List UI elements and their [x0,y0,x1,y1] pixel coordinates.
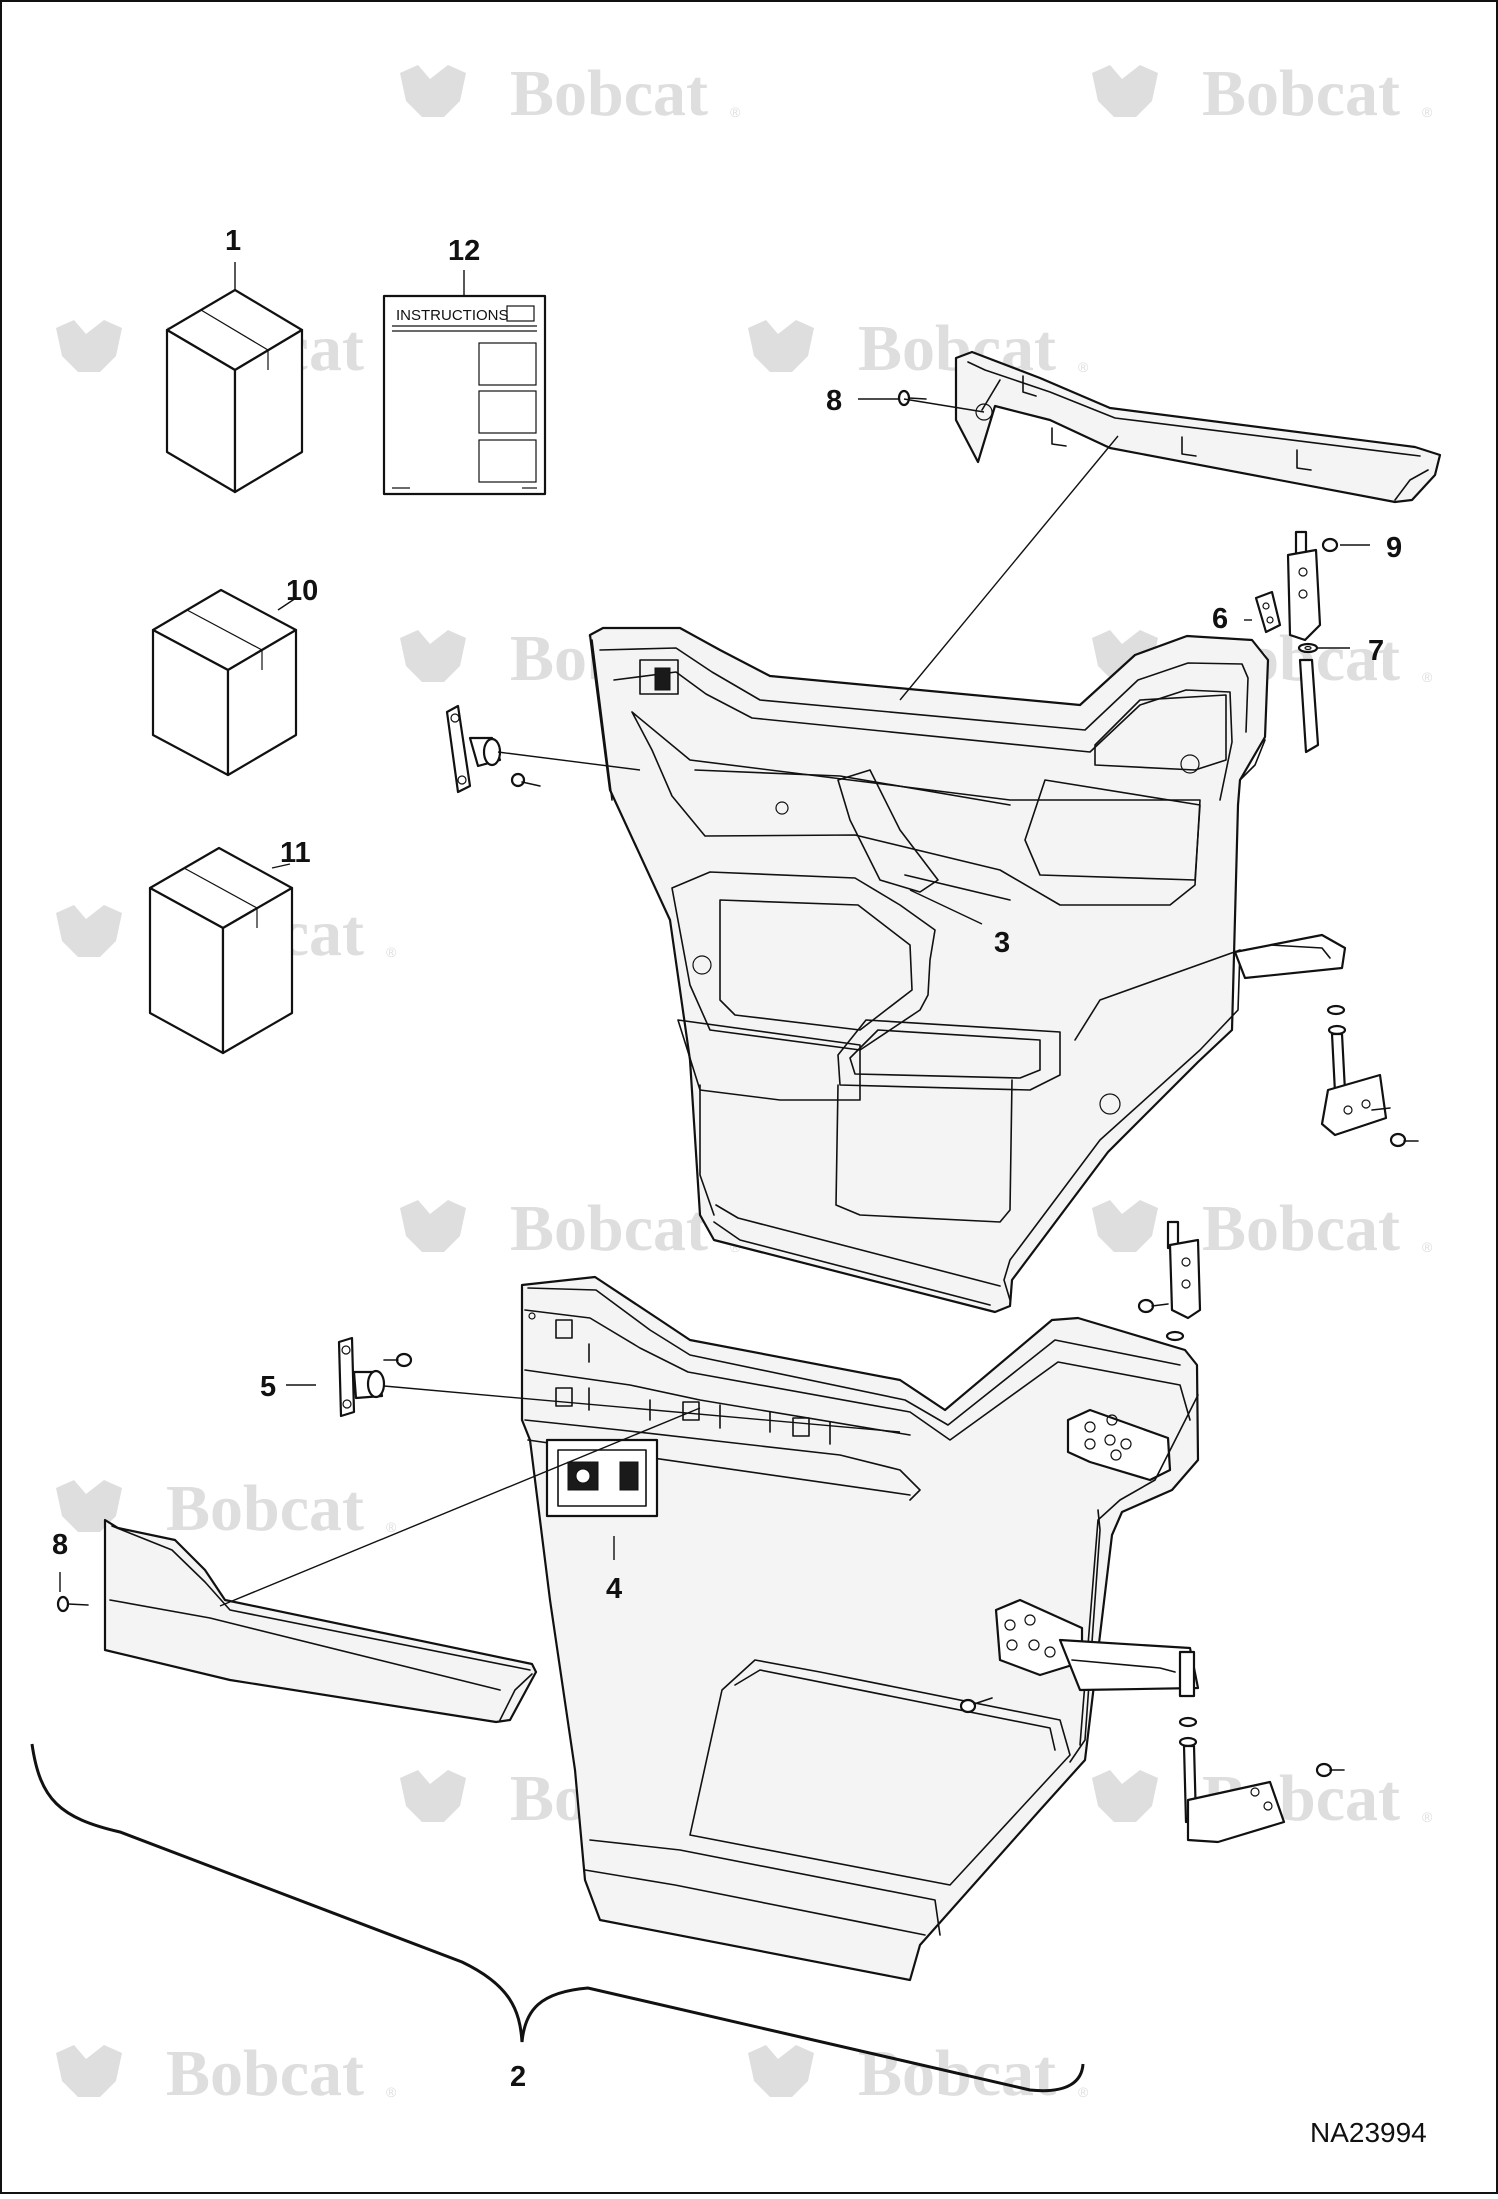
bobcat-logo-icon [400,1200,466,1252]
watermark-registered-mark: ® [730,104,741,120]
watermark-registered-mark: ® [1078,359,1089,375]
bobcat-logo-icon [1092,65,1158,117]
lower-hinge-hardware[interactable] [959,1220,1345,1844]
watermark-registered-mark: ® [386,944,397,960]
watermark-registered-mark: ® [1422,1239,1433,1255]
callout-10: 10 [286,575,318,607]
callout-7: 7 [1368,635,1384,667]
watermark-registered-mark: ® [386,2084,397,2100]
bobcat-watermark: Bobcat ® [400,1192,741,1265]
watermark-registered-mark: ® [1422,104,1433,120]
bobcat-logo-icon [400,630,466,682]
callout-3: 3 [994,927,1010,959]
bobcat-logo-icon [400,1770,466,1822]
bobcat-logo-icon [1092,1770,1158,1822]
bobcat-watermark: Bobcat® [748,312,1089,385]
watermark-registered-mark: ® [1078,2084,1089,2100]
callout-labels: 1 12 10 11 8 9 6 7 3 5 4 8 2 [52,225,1402,2093]
watermark-registered-mark: ® [1422,1809,1433,1825]
watermark-brand: Bobcat [1202,1192,1400,1265]
bobcat-logo-icon [400,65,466,117]
kit-box-11[interactable] [148,846,294,1055]
bobcat-logo-icon [56,1480,122,1532]
watermark-registered-mark: ® [730,1239,741,1255]
callout-5: 5 [260,1371,276,1403]
watermark-brand: Bobcat [166,2037,364,2110]
lower-trim-strip[interactable] [103,1518,538,1724]
callout-1: 1 [225,225,241,257]
upper-trim-strip[interactable] [954,350,1442,504]
lower-striker-bracket[interactable] [337,1336,413,1418]
bobcat-logo-icon [56,320,122,372]
bobcat-logo-icon [748,320,814,372]
upper-door-panel[interactable] [588,626,1347,1314]
screw-8-top[interactable] [897,389,927,407]
bobcat-logo-icon [748,2045,814,2097]
bobcat-watermark: Bobcat® [748,2037,1089,2110]
leader-lines [59,262,1370,1607]
upper-hinge-assembly[interactable] [1254,530,1339,754]
upper-lower-hinge[interactable] [1320,1004,1419,1148]
callout-6: 6 [1212,603,1228,635]
bobcat-logo-icon [1092,1200,1158,1252]
callout-12: 12 [448,235,480,267]
instructions-sheet[interactable]: INSTRUCTIONS [382,294,547,496]
bobcat-watermark: Bobcat ® [400,57,741,130]
callout-11: 11 [280,837,311,869]
drawing-number: NA23994 [1310,2117,1427,2148]
lower-door-panel[interactable] [520,1275,1200,1982]
upper-striker-bracket[interactable] [445,704,541,794]
callout-4: 4 [606,1573,622,1605]
watermark-brand: Bobcat [510,1192,708,1265]
bobcat-watermark: Bobcat ® [56,2037,397,2110]
bobcat-watermark: Bobcat ® [56,1472,397,1545]
instructions-title: INSTRUCTIONS [396,307,509,324]
watermark-brand: Bobcat [510,57,708,130]
callout-8-top: 8 [826,385,842,417]
bobcat-watermark: Bobcat ® [1092,1192,1433,1265]
callout-9: 9 [1386,532,1402,564]
bobcat-logo-icon [56,905,122,957]
bobcat-logo-icon [56,2045,122,2097]
watermark-registered-mark: ® [386,1519,397,1535]
watermark-brand: Bobcat [1202,57,1400,130]
bobcat-watermark: Bobcat ® [1092,57,1433,130]
callout-2: 2 [510,2061,526,2093]
assembly-brace-2 [30,1743,1085,2093]
watermark-registered-mark: ® [1422,669,1433,685]
screw-8-lower[interactable] [56,1595,89,1613]
kit-box-10[interactable] [151,588,298,777]
callout-8-lower: 8 [52,1529,68,1561]
watermark-brand: Bobcat [166,1472,364,1545]
kit-box-1[interactable] [165,288,304,494]
